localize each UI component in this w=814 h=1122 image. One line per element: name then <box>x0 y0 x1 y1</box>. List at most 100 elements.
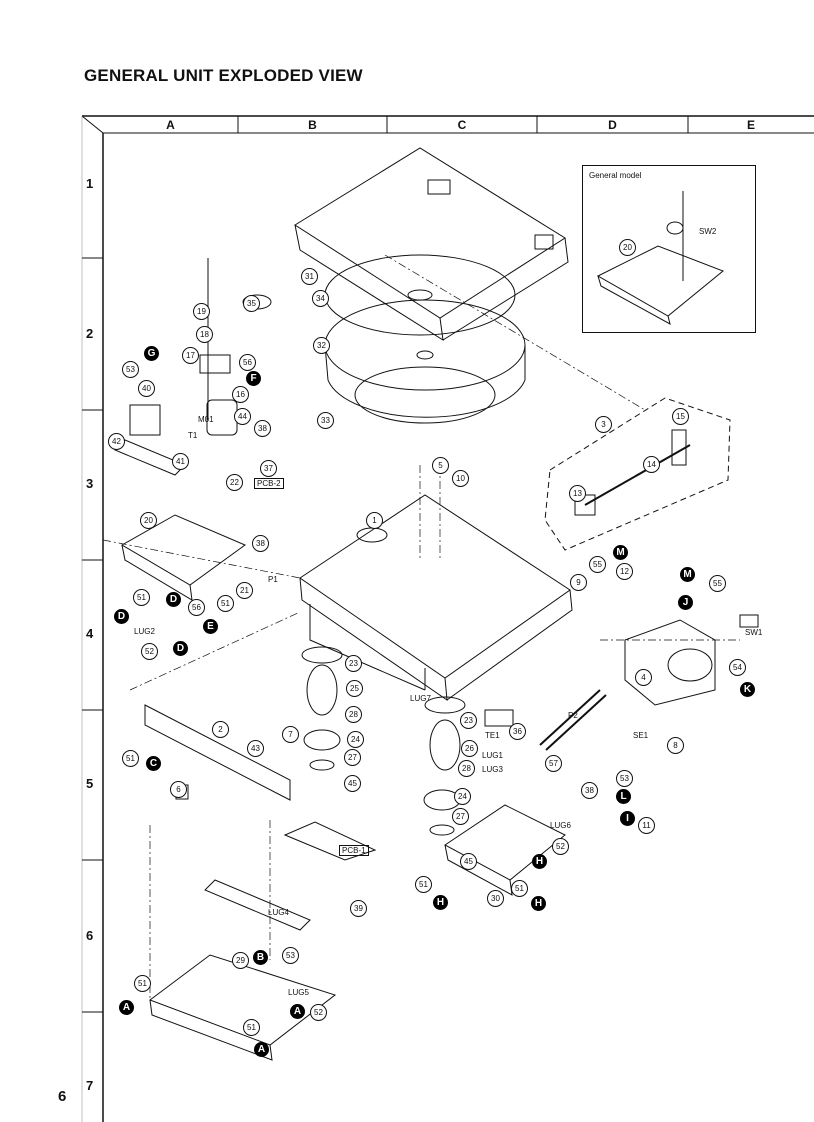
part-label-lug7: LUG7 <box>410 694 431 703</box>
part-callout-42: 42 <box>108 433 125 450</box>
row-header-5: 5 <box>86 776 94 791</box>
part-callout-39: 39 <box>350 900 367 917</box>
part-callout-54: 54 <box>729 659 746 676</box>
part-callout-17: 17 <box>182 347 199 364</box>
letter-marker-e: E <box>203 619 218 634</box>
part-callout-24: 24 <box>347 731 364 748</box>
part-callout-55: 55 <box>589 556 606 573</box>
part-label-lug4: LUG4 <box>268 908 289 917</box>
part-callout-28: 28 <box>458 760 475 777</box>
part-callout-53: 53 <box>616 770 633 787</box>
part-callout-38: 38 <box>252 535 269 552</box>
part-callout-30: 30 <box>487 890 504 907</box>
part-callout-53: 53 <box>282 947 299 964</box>
part-callout-38: 38 <box>581 782 598 799</box>
letter-marker-a: A <box>290 1004 305 1019</box>
part-callout-23: 23 <box>460 712 477 729</box>
part-callout-29: 29 <box>232 952 249 969</box>
part-callout-56: 56 <box>188 599 205 616</box>
part-callout-44: 44 <box>234 408 251 425</box>
part-callout-11: 11 <box>638 817 655 834</box>
part-callout-51: 51 <box>511 880 528 897</box>
part-label-t1: T1 <box>188 431 198 440</box>
part-label-pcb-2: PCB-2 <box>254 478 284 489</box>
general-model-inset: General model 20 SW2 <box>582 165 756 333</box>
part-callout-9: 9 <box>570 574 587 591</box>
part-callout-21: 21 <box>236 582 253 599</box>
callout: 20 <box>619 239 636 256</box>
part-callout-40: 40 <box>138 380 155 397</box>
part-callout-51: 51 <box>122 750 139 767</box>
part-callout-51: 51 <box>415 876 432 893</box>
part-callout-57: 57 <box>545 755 562 772</box>
part-label-p1: P1 <box>268 575 278 584</box>
letter-marker-d: D <box>173 641 188 656</box>
part-callout-13: 13 <box>569 485 586 502</box>
part-callout-4: 4 <box>635 669 652 686</box>
inset-drawing <box>596 191 724 325</box>
part-callout-2: 2 <box>212 721 229 738</box>
part-callout-14: 14 <box>643 456 660 473</box>
letter-marker-h: H <box>531 896 546 911</box>
part-callout-51: 51 <box>133 589 150 606</box>
part-callout-55: 55 <box>709 575 726 592</box>
part-callout-20: 20 <box>140 512 157 529</box>
column-header-a: A <box>166 118 175 132</box>
part-callout-45: 45 <box>460 853 477 870</box>
part-callout-45: 45 <box>344 775 361 792</box>
part-callout-37: 37 <box>260 460 277 477</box>
page-number: 6 <box>58 1088 67 1105</box>
inset-title: General model <box>589 171 642 180</box>
part-callout-10: 10 <box>452 470 469 487</box>
letter-marker-a: A <box>254 1042 269 1057</box>
part-callout-51: 51 <box>134 975 151 992</box>
part-callout-35: 35 <box>243 295 260 312</box>
part-callout-8: 8 <box>667 737 684 754</box>
row-header-7: 7 <box>86 1078 94 1093</box>
part-callout-3: 3 <box>595 416 612 433</box>
part-callout-27: 27 <box>344 749 361 766</box>
part-label-p2: P2 <box>568 711 578 720</box>
part-callout-25: 25 <box>346 680 363 697</box>
part-label-lug3: LUG3 <box>482 765 503 774</box>
part-callout-19: 19 <box>193 303 210 320</box>
part-callout-28: 28 <box>345 706 362 723</box>
row-header-2: 2 <box>86 326 94 341</box>
part-callout-32: 32 <box>313 337 330 354</box>
part-callout-18: 18 <box>196 326 213 343</box>
part-callout-1: 1 <box>366 512 383 529</box>
part-label-te1: TE1 <box>485 731 500 740</box>
part-callout-52: 52 <box>141 643 158 660</box>
part-label-lug1: LUG1 <box>482 751 503 760</box>
part-label-sw2: SW2 <box>699 227 717 236</box>
part-callout-38: 38 <box>254 420 271 437</box>
part-callout-43: 43 <box>247 740 264 757</box>
part-callout-31: 31 <box>301 268 318 285</box>
letter-marker-c: C <box>146 756 161 771</box>
row-header-1: 1 <box>86 176 94 191</box>
part-callout-22: 22 <box>226 474 243 491</box>
letter-marker-g: G <box>144 346 159 361</box>
part-label-m01: M01 <box>198 415 214 424</box>
row-header-4: 4 <box>86 626 94 641</box>
letter-marker-l: L <box>616 789 631 804</box>
part-callout-15: 15 <box>672 408 689 425</box>
letter-marker-d: D <box>166 592 181 607</box>
letter-marker-h: H <box>532 854 547 869</box>
part-callout-7: 7 <box>282 726 299 743</box>
letter-marker-d: D <box>114 609 129 624</box>
part-callout-51: 51 <box>243 1019 260 1036</box>
part-callout-24: 24 <box>454 788 471 805</box>
part-callout-52: 52 <box>552 838 569 855</box>
part-callout-51: 51 <box>217 595 234 612</box>
column-header-c: C <box>457 118 467 132</box>
letter-marker-h: H <box>433 895 448 910</box>
letter-marker-b: B <box>253 950 268 965</box>
page-title: GENERAL UNIT EXPLODED VIEW <box>84 66 363 85</box>
column-header-b: B <box>308 118 317 132</box>
letter-marker-m: M <box>680 567 695 582</box>
letter-marker-f: F <box>246 371 261 386</box>
part-callout-23: 23 <box>345 655 362 672</box>
part-callout-27: 27 <box>452 808 469 825</box>
